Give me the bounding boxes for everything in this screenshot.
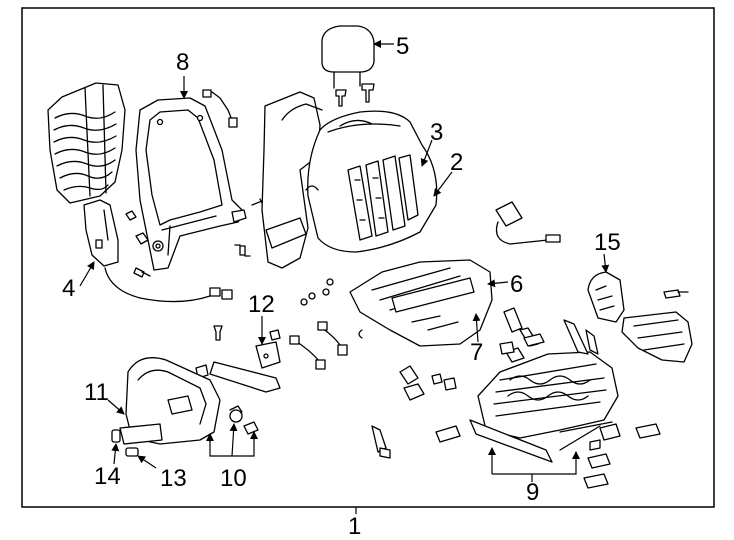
callout-3: 3	[430, 119, 443, 146]
seat-belt-buckle	[495, 201, 561, 245]
callout-12: 12	[248, 291, 275, 318]
headrest-guides	[335, 83, 375, 107]
callout-15: 15	[594, 229, 621, 256]
seat-side-panel	[587, 271, 693, 363]
seat-side-cover	[83, 199, 119, 267]
side-harness	[104, 267, 233, 303]
callout-11: 11	[84, 379, 109, 406]
seat-spring-mat	[47, 82, 126, 204]
callout-8: 8	[176, 49, 189, 76]
track-hardware	[371, 307, 661, 489]
small-trim-pieces	[111, 429, 139, 457]
seat-back-frame	[135, 97, 247, 271]
seat-cushion	[349, 259, 493, 347]
callout-14: 14	[94, 463, 121, 490]
callout-1: 1	[348, 513, 361, 540]
callout-9: 9	[526, 479, 539, 506]
seat-track-assembly	[469, 351, 619, 463]
callout-7: 7	[470, 339, 483, 366]
seat-outer-shield	[119, 357, 221, 445]
headrest	[321, 25, 375, 89]
seat-back-cushion	[261, 91, 438, 269]
bracket-12	[255, 341, 281, 369]
cushion-fasteners	[213, 278, 334, 341]
callout-10: 10	[220, 465, 247, 492]
callout-4: 4	[62, 275, 75, 302]
leader-lines	[79, 40, 610, 482]
callout-6: 6	[510, 271, 523, 298]
callout-2: 2	[450, 149, 463, 176]
callout-5: 5	[396, 33, 409, 60]
callout-13: 13	[160, 465, 187, 492]
seat-back-harness	[202, 89, 238, 128]
callout-labels: 5 8 3 2 4 6 7 12 15 11 14 13 10 9 1	[62, 33, 621, 540]
cushion-harnesses	[289, 321, 363, 370]
